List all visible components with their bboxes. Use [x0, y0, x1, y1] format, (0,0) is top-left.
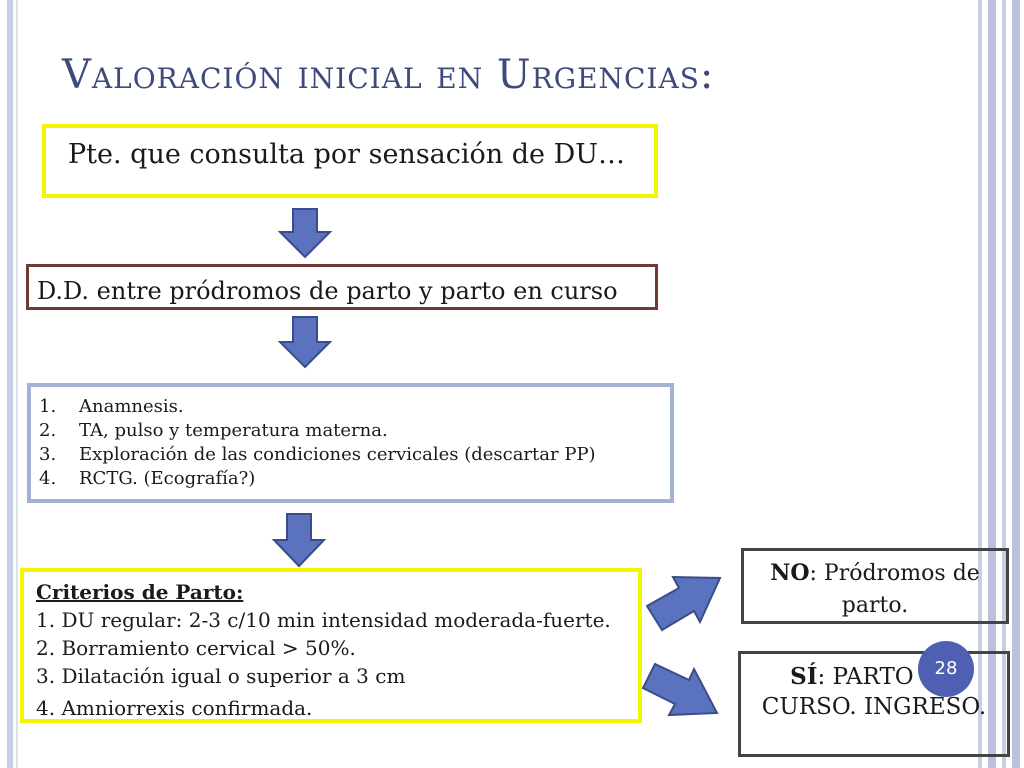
down-arrow-icon: [277, 316, 333, 369]
labor-criterion: 2. Borramiento cervical > 50%.: [36, 636, 356, 660]
labor-criterion: 3. Dilatación igual o superior a 3 cm: [36, 664, 406, 688]
list-item: 3. Exploración de las condiciones cervica…: [39, 443, 639, 467]
slide-left-border: [7, 0, 13, 768]
step-text: Exploración de las condiciones cervicale…: [79, 444, 596, 465]
step-number: 4.: [39, 468, 57, 489]
slide-right-border-4: [1012, 0, 1020, 768]
outcome-no-label: NO: [770, 560, 810, 586]
step-text: Anamnesis.: [79, 396, 184, 417]
step-number: 2.: [39, 420, 57, 441]
labor-criterion: 1. DU regular: 2-3 c/10 min intensidad m…: [36, 608, 611, 632]
slide-right-border-3: [1002, 0, 1006, 768]
outcome-no-text: : Pródromos de parto.: [809, 561, 980, 618]
step-number: 1.: [39, 396, 57, 417]
assessment-steps-list: 1. Anamnesis. 2. TA, pulso y temperatura m…: [39, 395, 639, 491]
page-number-badge: 28: [918, 641, 974, 697]
slide-right-border-2: [988, 0, 996, 768]
diagonal-down-arrow-icon: [641, 662, 719, 717]
diagonal-up-arrow-icon: [645, 575, 722, 632]
step-number: 3.: [39, 444, 57, 465]
differential-diagnosis-text: D.D. entre pródromos de parto y parto en…: [37, 277, 618, 305]
labor-criteria-box: Criterios de Parto: 1. DU regular: 2-3 c…: [20, 568, 642, 723]
list-item: 2. TA, pulso y temperatura materna.: [39, 419, 639, 443]
slide-title: Valoración inicial en Urgencias:: [62, 52, 715, 98]
step-text: RCTG. (Ecografía?): [79, 468, 256, 489]
differential-diagnosis-box: D.D. entre pródromos de parto y parto en…: [26, 264, 658, 310]
outcome-yes-box: SÍ: PARTO EN CURSO. INGRESO.: [738, 651, 1010, 757]
slide-right-border: [978, 0, 982, 768]
outcome-yes-label: SÍ: [790, 663, 818, 690]
assessment-steps-box: 1. Anamnesis. 2. TA, pulso y temperatura m…: [27, 383, 674, 503]
list-item: 4. RCTG. (Ecografía?): [39, 467, 639, 491]
down-arrow-icon: [271, 513, 327, 568]
outcome-yes-text: : PARTO EN CURSO. INGRESO.: [761, 664, 987, 720]
step-text: TA, pulso y temperatura materna.: [79, 420, 388, 441]
outcome-no-box: NO: Pródromos de parto.: [741, 548, 1009, 624]
presenting-complaint-box: Pte. que consulta por sensación de DU…: [42, 124, 658, 198]
labor-criterion: 4. Amniorrexis confirmada.: [36, 696, 313, 720]
labor-criteria-title: Criterios de Parto:: [36, 580, 244, 604]
down-arrow-icon: [277, 208, 333, 259]
slide-left-border-inner: [16, 0, 18, 768]
list-item: 1. Anamnesis.: [39, 395, 639, 419]
presenting-complaint-text: Pte. que consulta por sensación de DU…: [68, 139, 626, 170]
